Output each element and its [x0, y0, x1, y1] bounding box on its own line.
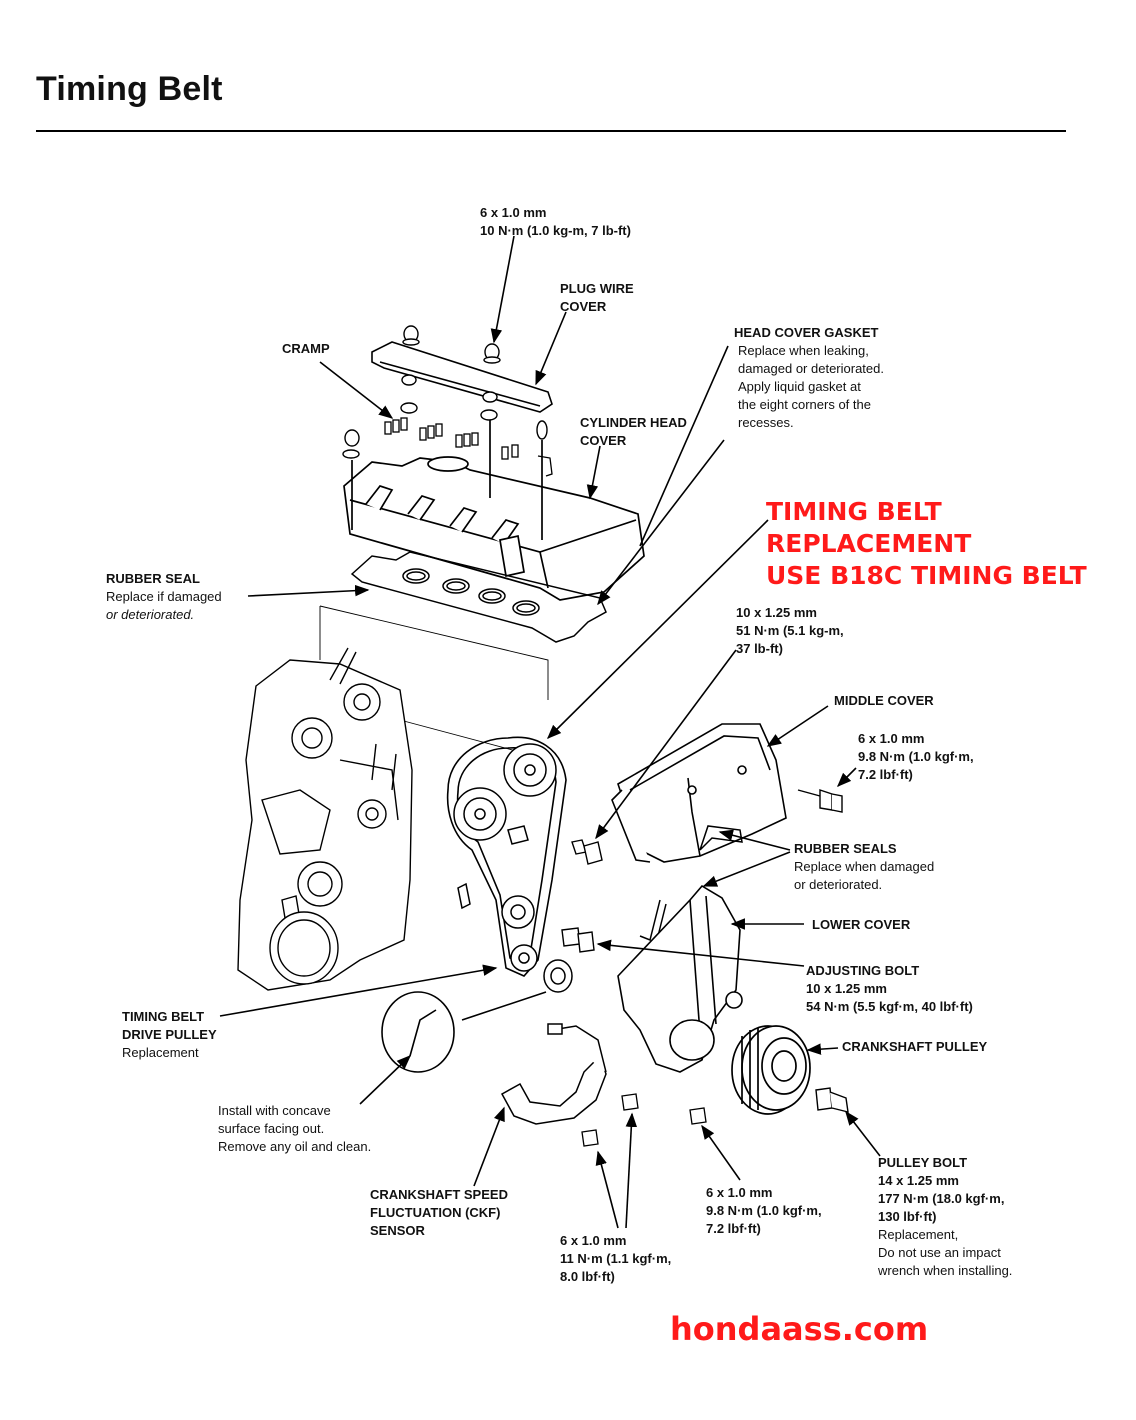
- adjusting-bolt-label: ADJUSTING BOLT 10 x 1.25 mm 54 N·m (5.5 …: [806, 962, 973, 1016]
- cam-pulleys: [453, 743, 573, 993]
- ckf-sensor-line1: CRANKSHAFT SPEED: [370, 1187, 508, 1202]
- tensioner-bolt-size: 10 x 1.25 mm: [736, 605, 817, 620]
- red-annotation: TIMING BELT REPLACEMENT USE B18C TIMING …: [766, 496, 1087, 592]
- tensioner-bolt-spec: 10 x 1.25 mm 51 N·m (5.1 kg-m, 37 lb-ft): [736, 604, 844, 658]
- cover-nuts: [342, 325, 548, 459]
- rubber-seals-label: RUBBER SEALS Replace when damaged or det…: [794, 840, 934, 894]
- adjusting-bolt-torque: 54 N·m (5.5 kgf·m, 40 lbf·ft): [806, 999, 973, 1014]
- pulley-bolt-note: wrench when installing.: [878, 1263, 1013, 1278]
- middle-cover-bolt: [797, 789, 843, 813]
- crankshaft-pulley-part: [731, 1025, 811, 1115]
- cramp-title: CRAMP: [282, 341, 330, 356]
- head-cover-gasket-note: damaged or deteriorated.: [738, 361, 884, 376]
- crankshaft-pulley-label: CRANKSHAFT PULLEY: [842, 1038, 987, 1056]
- cylinder-head-cover-line1: CYLINDER HEAD: [580, 415, 687, 430]
- tensioner-bolt: [571, 839, 603, 865]
- bottom-bolt-a-torque-2: 8.0 lbf·ft): [560, 1269, 615, 1284]
- bottom-bolt-b-torque: 9.8 N·m (1.0 kgf·m,: [706, 1203, 822, 1218]
- rubber-seal-note: or deteriorated.: [106, 607, 195, 622]
- head-cover-gasket-note: the eight corners of the: [738, 397, 871, 412]
- adjusting-bolt-title: ADJUSTING BOLT: [806, 963, 920, 978]
- lower-cover-label: LOWER COVER: [812, 916, 910, 934]
- lower-cover-part: [617, 884, 743, 1073]
- pulley-bolt-size: 14 x 1.25 mm: [878, 1173, 959, 1188]
- adjusting-bolt-part: [561, 927, 595, 953]
- title-rule: [36, 130, 1066, 132]
- drive-pulley-line1: TIMING BELT: [122, 1009, 205, 1024]
- concave-note-line2: surface facing out.: [218, 1121, 325, 1136]
- lower-cover-title: LOWER COVER: [812, 917, 911, 932]
- plug-wire-cover-line1: PLUG WIRE: [560, 281, 634, 296]
- concave-note-line3: Remove any oil and clean.: [218, 1139, 372, 1154]
- cylinder-head-cover-label: CYLINDER HEAD COVER: [580, 414, 687, 450]
- middle-cover-bolt-size: 6 x 1.0 mm: [858, 731, 925, 746]
- tensioner-bolt-torque-2: 37 lb-ft): [736, 641, 783, 656]
- middle-cover-part: [611, 723, 787, 863]
- page-title: Timing Belt: [36, 70, 223, 108]
- cramp-label: CRAMP: [282, 340, 330, 358]
- tensioner-bolt-torque: 51 N·m (5.1 kg-m,: [736, 623, 844, 638]
- red-annotation-line2: REPLACEMENT: [766, 529, 972, 558]
- rubber-seal-label: RUBBER SEAL Replace if damaged or deteri…: [106, 570, 222, 624]
- rubber-seals-note: Replace when damaged: [794, 859, 935, 874]
- head-cover-gasket-title: HEAD COVER GASKET: [734, 325, 879, 340]
- red-annotation-line3: USE B18C TIMING BELT: [766, 561, 1087, 590]
- adjusting-bolt-size: 10 x 1.25 mm: [806, 981, 887, 996]
- middle-cover-bolt-torque-2: 7.2 lbf·ft): [858, 767, 913, 782]
- cylinder-head-cover-line2: COVER: [580, 433, 627, 448]
- ckf-sensor-line2: FLUCTUATION (CKF): [370, 1205, 501, 1220]
- top-bolt-size: 6 x 1.0 mm: [480, 205, 547, 220]
- head-cover-gasket-note: recesses.: [738, 415, 794, 430]
- middle-cover-bolt-torque: 9.8 N·m (1.0 kgf·m,: [858, 749, 974, 764]
- middle-cover-title: MIDDLE COVER: [834, 693, 934, 708]
- rubber-seal-note: Replace if damaged: [106, 589, 222, 604]
- concave-note-line1: Install with concave: [218, 1103, 331, 1118]
- ckf-sensor-part: [500, 1023, 607, 1125]
- drive-pulley-line2: DRIVE PULLEY: [122, 1027, 217, 1042]
- pulley-bolt-note: Replacement,: [878, 1227, 959, 1242]
- pulley-bolt-label: PULLEY BOLT 14 x 1.25 mm 177 N·m (18.0 k…: [878, 1154, 1012, 1280]
- engine-block: [237, 647, 413, 991]
- cylinder-head-cover-part: [343, 420, 645, 601]
- head-cover-gasket-note: Replace when leaking,: [738, 343, 869, 358]
- plug-wire-cover-label: PLUG WIRE COVER: [560, 280, 634, 316]
- bottom-bolt-b-torque-2: 7.2 lbf·ft): [706, 1221, 761, 1236]
- red-annotation-line1: TIMING BELT: [766, 497, 942, 526]
- bottom-bolt-a-size: 6 x 1.0 mm: [560, 1233, 627, 1248]
- top-bolt-spec: 6 x 1.0 mm 10 N·m (1.0 kg-m, 7 lb-ft): [480, 204, 631, 240]
- bottom-bolt-a-torque: 11 N·m (1.1 kgf·m,: [560, 1251, 672, 1266]
- head-cover-gasket-part: [350, 551, 607, 643]
- rubber-seals-title: RUBBER SEALS: [794, 841, 897, 856]
- rubber-seal-title: RUBBER SEAL: [106, 571, 200, 586]
- pulley-bolt-title: PULLEY BOLT: [878, 1155, 968, 1170]
- watermark-text: hondaass.com: [670, 1310, 929, 1348]
- concave-note: Install with concave surface facing out.…: [218, 1102, 371, 1156]
- rubber-seals-note: or deteriorated.: [794, 877, 883, 892]
- top-bolt-torque: 10 N·m (1.0 kg-m, 7 lb-ft): [480, 223, 631, 238]
- crankshaft-pulley-title: CRANKSHAFT PULLEY: [842, 1039, 988, 1054]
- bottom-bolt-a-spec: 6 x 1.0 mm 11 N·m (1.1 kgf·m, 8.0 lbf·ft…: [560, 1232, 671, 1286]
- head-cover-gasket-label: HEAD COVER GASKET Replace when leaking, …: [734, 324, 884, 432]
- bottom-bolt-b-size: 6 x 1.0 mm: [706, 1185, 773, 1200]
- bottom-bolt-b-spec: 6 x 1.0 mm 9.8 N·m (1.0 kgf·m, 7.2 lbf·f…: [706, 1184, 822, 1238]
- pulley-bolt-part: [815, 1087, 849, 1113]
- drive-pulley-note: Replacement: [122, 1045, 199, 1060]
- plug-wire-cover-line2: COVER: [560, 299, 607, 314]
- sensor-bolts: [581, 1093, 707, 1147]
- middle-cover-bolt-spec: 6 x 1.0 mm 9.8 N·m (1.0 kgf·m, 7.2 lbf·f…: [858, 730, 974, 784]
- middle-cover-label: MIDDLE COVER: [834, 692, 934, 710]
- pulley-bolt-torque: 177 N·m (18.0 kgf·m,: [878, 1191, 1005, 1206]
- pulley-bolt-note: Do not use an impact: [878, 1245, 1001, 1260]
- ckf-sensor-line3: SENSOR: [370, 1223, 425, 1238]
- drive-pulley-label: TIMING BELT DRIVE PULLEY Replacement: [122, 1008, 217, 1062]
- plug-wire-cover-part: [371, 341, 553, 413]
- pulley-bolt-torque-2: 130 lbf·ft): [878, 1209, 937, 1224]
- drive-pulley-inset: [381, 991, 455, 1073]
- head-cover-gasket-note: Apply liquid gasket at: [738, 379, 861, 394]
- ckf-sensor-label: CRANKSHAFT SPEED FLUCTUATION (CKF) SENSO…: [370, 1186, 508, 1240]
